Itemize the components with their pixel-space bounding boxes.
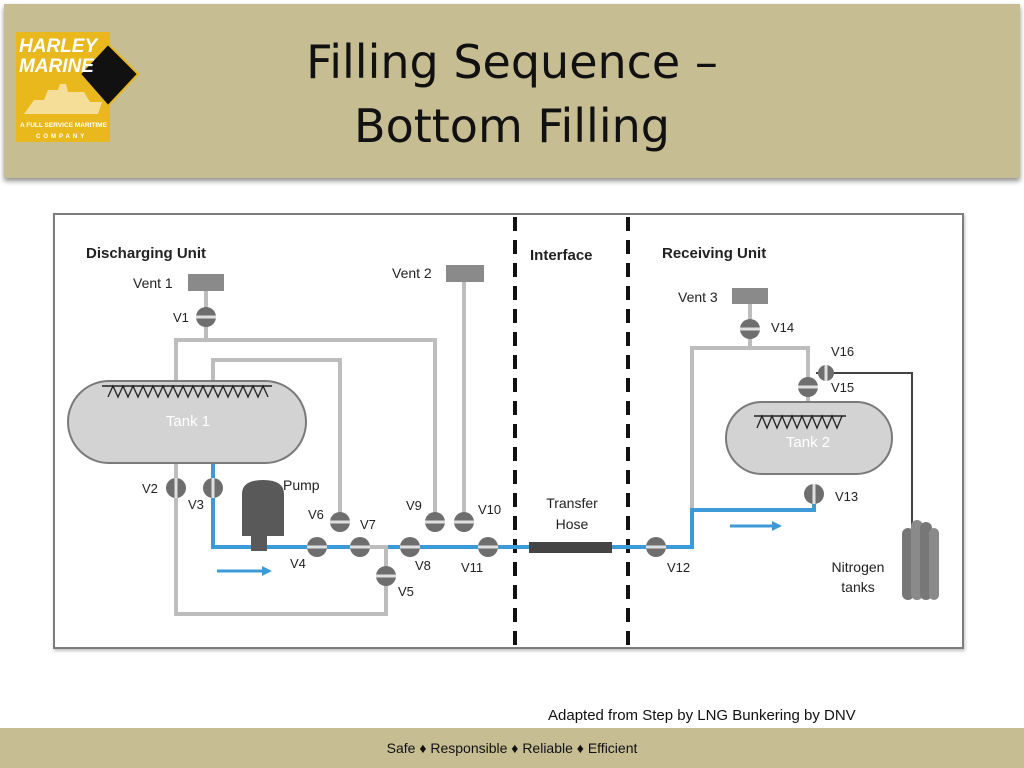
valve-v13-icon — [804, 484, 824, 504]
valve-v12-label: V12 — [667, 560, 690, 575]
nitrogen-label-2: tanks — [841, 579, 874, 595]
valve-v8-icon — [400, 537, 420, 557]
logo-tagline: A FULL SERVICE MARITIME — [20, 122, 108, 129]
valve-v11-icon — [478, 537, 498, 557]
valve-v4-label: V4 — [290, 556, 306, 571]
valve-v14-label: V14 — [771, 320, 794, 335]
valve-v6-label: V6 — [308, 507, 324, 522]
section-receiving-unit: Receiving Unit — [662, 245, 766, 262]
diagram-frame: Tank 1 Tank 2 Pump Vent 1 Vent 2 Vent 3 … — [53, 213, 964, 649]
valve-v10-icon — [454, 512, 474, 532]
valve-v3-icon — [203, 478, 223, 498]
flow-arrow-receive — [730, 521, 782, 531]
valve-v5-icon — [376, 566, 396, 586]
transfer-hose-label-1: Transfer — [546, 495, 598, 511]
valve-v4-icon — [307, 537, 327, 557]
tank-2: Tank 2 — [725, 401, 893, 475]
vent-2-label: Vent 2 — [392, 265, 432, 281]
source-credit: Adapted from Step by LNG Bunkering by DN… — [548, 707, 856, 724]
flow-arrow-discharge — [217, 566, 272, 576]
valve-v10-label: V10 — [478, 502, 501, 517]
harley-marine-logo: HARLEY MARINE A FULL SERVICE MARITIME CO… — [16, 32, 140, 142]
page-title-line-1: Filling Sequence – — [306, 35, 718, 89]
valve-v7-icon — [350, 537, 370, 557]
logo-text-harley: HARLEY — [19, 36, 99, 57]
nitrogen-line — [816, 372, 913, 526]
tank-1-label: Tank 1 — [166, 413, 210, 430]
pump-label: Pump — [283, 477, 320, 493]
vent-3-label: Vent 3 — [678, 289, 718, 305]
logo-tagline-2: COMPANY — [36, 134, 87, 140]
header-bar — [4, 4, 1020, 178]
section-interface: Interface — [530, 247, 593, 264]
vent-3-icon — [732, 288, 768, 304]
nitrogen-label-1: Nitrogen — [832, 559, 885, 575]
vent-1-icon — [188, 274, 224, 291]
valve-v16-icon — [818, 365, 834, 381]
nitrogen-tanks — [902, 520, 939, 600]
transfer-hose — [529, 542, 612, 553]
footer-tagline: Safe ♦ Responsible ♦ Reliable ♦ Efficien… — [0, 728, 1024, 768]
valve-v9-icon — [425, 512, 445, 532]
tank-2-label: Tank 2 — [786, 434, 830, 451]
flow-pipe-receive — [628, 494, 816, 549]
valve-v1-label: V1 — [173, 310, 189, 325]
valve-v2-label: V2 — [142, 481, 158, 496]
valve-v5-label: V5 — [398, 584, 414, 599]
valve-v2-icon — [166, 478, 186, 498]
filling-sequence-diagram: Tank 1 Tank 2 Pump Vent 1 Vent 2 Vent 3 … — [67, 217, 939, 647]
valve-v14-icon — [740, 319, 760, 339]
valve-v1-icon — [196, 307, 216, 327]
tank-1: Tank 1 — [67, 380, 307, 464]
valve-v8-label: V8 — [415, 558, 431, 573]
page-title-line-2: Bottom Filling — [354, 99, 670, 153]
valve-v16-label: V16 — [831, 344, 854, 359]
valve-v3-label: V3 — [188, 497, 204, 512]
valve-v9-label: V9 — [406, 498, 422, 513]
transfer-hose-label-2: Hose — [556, 516, 589, 532]
vent-1-label: Vent 1 — [133, 275, 173, 291]
valve-v13-label: V13 — [835, 489, 858, 504]
pump — [242, 480, 284, 551]
valve-v6-icon — [330, 512, 350, 532]
valve-v7-label: V7 — [360, 517, 376, 532]
valve-v12-icon — [646, 537, 666, 557]
vent-2-icon — [446, 265, 484, 282]
logo-text-marine: MARINE — [19, 56, 95, 77]
page-title: Filling Sequence – Bottom Filling — [0, 30, 1024, 158]
valve-v15-icon — [798, 377, 818, 397]
valve-v15-label: V15 — [831, 380, 854, 395]
valve-v11-label: V11 — [461, 560, 483, 575]
section-discharging-unit: Discharging Unit — [86, 245, 206, 262]
